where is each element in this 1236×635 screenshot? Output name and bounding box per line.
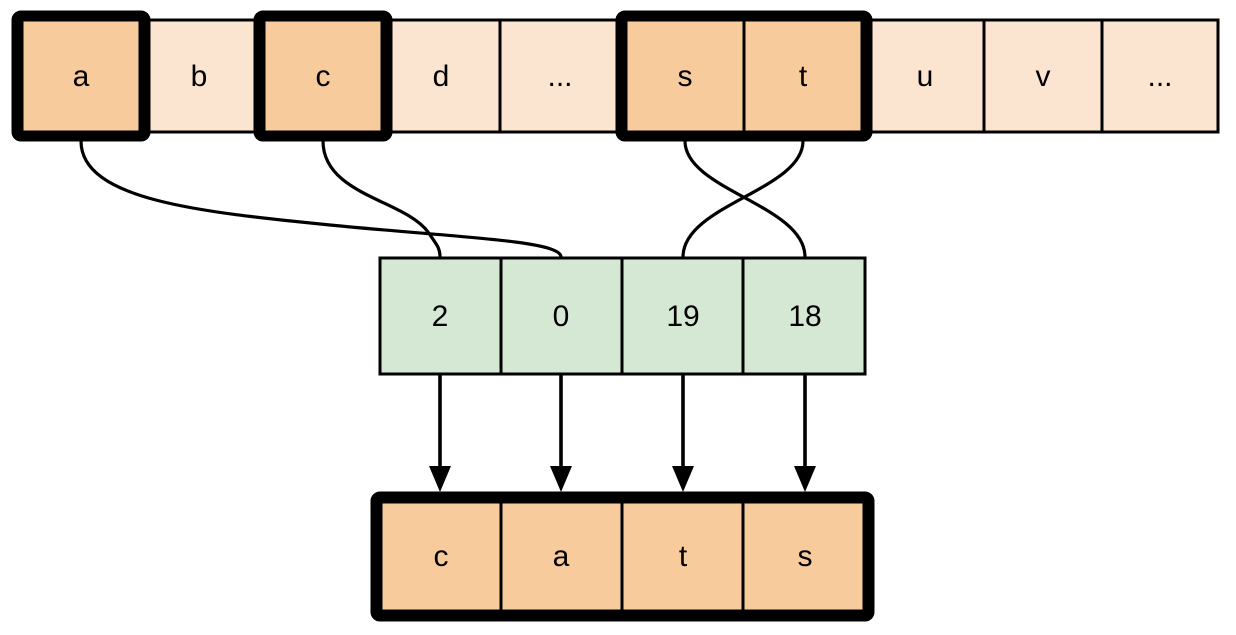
index-label-1: 0: [553, 300, 570, 333]
index-label-2: 19: [666, 300, 699, 333]
alphabet-cell-ellipsis-1[interactable]: [498, 18, 622, 134]
alphabet-label-a: a: [73, 60, 90, 93]
curve-a-to-0: [79, 140, 563, 258]
alphabet-label-u: u: [917, 60, 934, 93]
alphabet-label-d: d: [433, 60, 450, 93]
alphabet-label-t: t: [799, 60, 808, 93]
selection-outline-st: [615, 10, 873, 142]
result-cell-3[interactable]: [741, 500, 866, 613]
alphabet-label-c: c: [316, 60, 331, 93]
result-label-3: s: [798, 540, 813, 573]
index-label-0: 2: [432, 300, 449, 333]
index-label-3: 18: [788, 300, 821, 333]
connector-curves: [79, 140, 807, 258]
curve-c-to-2: [321, 140, 442, 258]
index-cell-1[interactable]: [499, 256, 624, 376]
curve-t-to-19: [681, 140, 805, 258]
index-cell-2[interactable]: [620, 256, 745, 376]
alphabet-cell-v[interactable]: [982, 18, 1104, 134]
result-label-2: t: [679, 540, 688, 573]
index-cell-3[interactable]: [741, 256, 867, 376]
arrow-head-3: [794, 466, 816, 492]
selection-outline-c: [253, 10, 393, 142]
index-to-result-arrows: [429, 375, 816, 492]
index-cell-0[interactable]: [378, 256, 503, 376]
alphabet-cell-d[interactable]: [380, 18, 502, 134]
result-word: c a t s: [370, 491, 875, 622]
result-row-outline: [370, 491, 875, 622]
result-label-1: a: [553, 540, 570, 573]
alphabet-label-ellipsis-2: ...: [1147, 60, 1172, 93]
alphabet-cell-ellipsis-2[interactable]: [1100, 18, 1220, 134]
alphabet-label-s: s: [678, 60, 693, 93]
result-label-0: c: [434, 540, 449, 573]
arrow-head-0: [429, 466, 451, 492]
curve-s-to-18: [683, 140, 807, 258]
alphabet-strip: a b c d ... s t u v ...: [11, 10, 1220, 142]
arrow-head-1: [550, 466, 572, 492]
arrow-head-2: [672, 466, 694, 492]
result-cell-2[interactable]: [620, 500, 745, 613]
index-array: 2 0 19 18: [378, 256, 867, 376]
alphabet-label-v: v: [1036, 60, 1051, 93]
selection-outline-a: [11, 10, 151, 142]
alphabet-label-ellipsis-1: ...: [547, 60, 572, 93]
alphabet-cell-t[interactable]: [742, 18, 864, 134]
alphabet-label-b: b: [191, 60, 208, 93]
